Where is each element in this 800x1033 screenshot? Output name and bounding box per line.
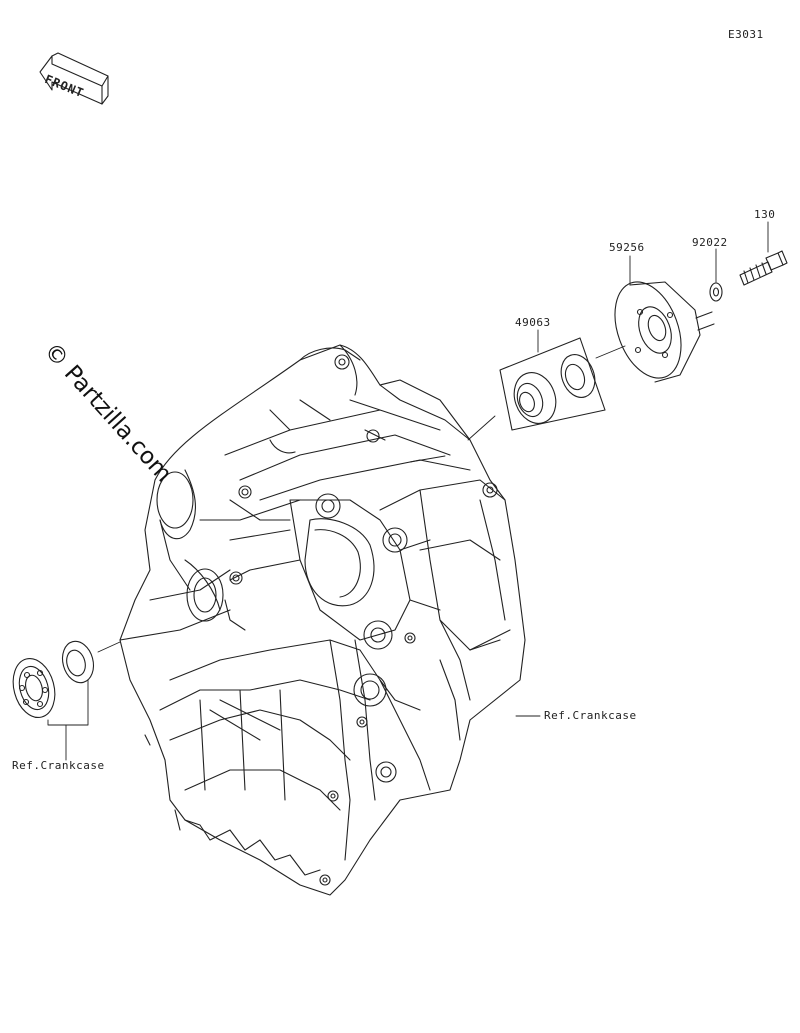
- part-number-49063[interactable]: 49063: [515, 316, 551, 329]
- ref-crankcase-left: Ref.Crankcase: [12, 759, 105, 772]
- seal-left: [61, 640, 95, 684]
- washer-92022: [709, 282, 723, 302]
- front-arrow-icon: [39, 52, 109, 105]
- ref-crankcase-right: Ref.Crankcase: [544, 709, 637, 722]
- bolt-130: [739, 250, 788, 286]
- diagram-code: E3031: [728, 28, 764, 41]
- cover-59256: [614, 281, 715, 383]
- crankcase-bolt-holes: [156, 354, 498, 886]
- leader-lines: [47, 221, 769, 761]
- bearing-left: [12, 658, 56, 718]
- oil-seal-49063: [499, 337, 606, 431]
- part-number-130[interactable]: 130: [754, 208, 776, 221]
- part-number-92022[interactable]: 92022: [692, 236, 728, 249]
- part-number-59256[interactable]: 59256: [609, 241, 645, 254]
- crankcase-body: [119, 344, 526, 896]
